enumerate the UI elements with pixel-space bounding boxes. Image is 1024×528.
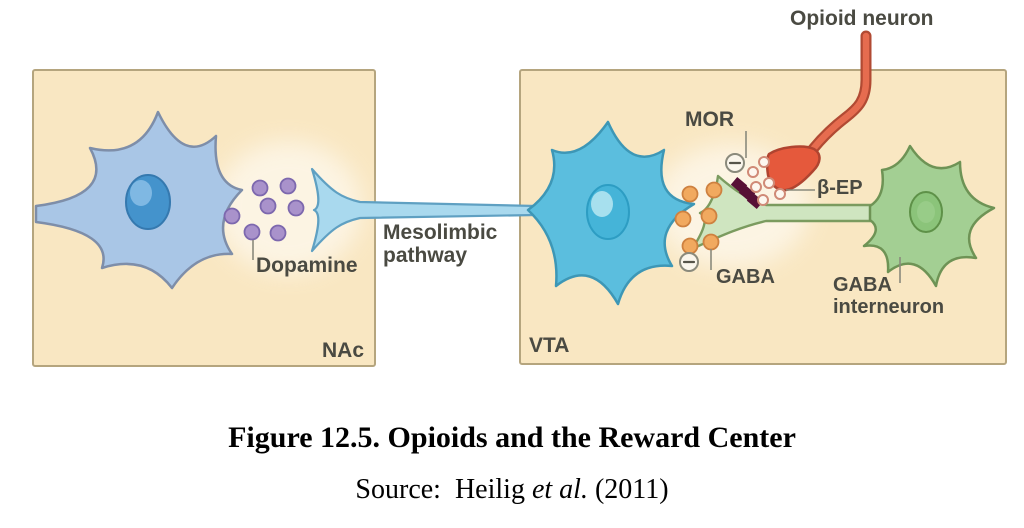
gaba-dot bbox=[705, 181, 723, 199]
dopamine-dot bbox=[279, 177, 297, 195]
gaba-dot bbox=[674, 210, 692, 228]
opioid-axon bbox=[809, 32, 870, 153]
gaba-interneuron-label-line1: GABA bbox=[833, 274, 892, 296]
beta-ep-dot bbox=[747, 166, 759, 178]
mesolimbic-label-line1: Mesolimbic bbox=[383, 221, 498, 244]
beta-ep-dot bbox=[757, 194, 769, 206]
gaba-interneuron-label: GABA interneuron bbox=[833, 274, 945, 318]
beta-ep-dot bbox=[758, 156, 770, 168]
mesolimbic-pathway-label: Mesolimbic pathway bbox=[383, 221, 498, 267]
vta-nucleus-highlight bbox=[591, 191, 613, 217]
figure-source: Source: Heilig et al. (2011) bbox=[0, 474, 1024, 506]
beta-ep-label: β-EP bbox=[817, 177, 863, 199]
beta-ep-dot bbox=[774, 188, 786, 200]
mesolimbic-axon-terminal bbox=[310, 167, 538, 253]
nac-nucleus-highlight bbox=[130, 180, 152, 206]
dopamine-dot bbox=[259, 197, 277, 215]
gaba-dot bbox=[681, 185, 699, 203]
dopamine-dot bbox=[223, 207, 241, 225]
opioid-neuron-label: Opioid neuron bbox=[790, 7, 934, 30]
dopamine-dot bbox=[287, 199, 305, 217]
dopamine-dot bbox=[243, 223, 261, 241]
minus-inhibition-icon bbox=[679, 252, 699, 272]
mesolimbic-label-line2: pathway bbox=[383, 243, 468, 267]
minus-inhibition-icon bbox=[725, 153, 745, 173]
dopamine-dot bbox=[251, 179, 269, 197]
vta-region-label: VTA bbox=[529, 334, 570, 357]
gaba-label: GABA bbox=[716, 266, 775, 288]
dopamine-dots bbox=[223, 177, 305, 242]
source-prefix: Source: Heilig bbox=[355, 474, 532, 505]
mor-receptors bbox=[730, 176, 764, 210]
beta-ep-dot bbox=[750, 181, 762, 193]
source-italic: et al. bbox=[531, 474, 588, 505]
mor-receptor bbox=[746, 192, 764, 210]
gaba-dot bbox=[681, 237, 699, 255]
beta-endorphin-dots bbox=[747, 156, 786, 206]
gaba-interneuron-label-line2: interneuron bbox=[833, 295, 945, 318]
dopamine-label: Dopamine bbox=[256, 254, 358, 277]
mor-label: MOR bbox=[685, 108, 734, 131]
dopamine-dot bbox=[269, 224, 287, 242]
gaba-dots bbox=[674, 181, 723, 255]
gaba-dot bbox=[700, 207, 718, 225]
reward-center-diagram bbox=[32, 30, 1007, 367]
gaba-dot bbox=[702, 233, 720, 251]
opioid-terminal bbox=[765, 145, 821, 192]
figure-caption: Figure 12.5. Opioids and the Reward Cent… bbox=[228, 421, 796, 454]
interneuron-nucleus-inner bbox=[917, 201, 935, 223]
source-suffix: (2011) bbox=[587, 474, 669, 505]
beta-ep-dot bbox=[763, 177, 775, 189]
nac-region-label: NAc bbox=[322, 339, 365, 362]
